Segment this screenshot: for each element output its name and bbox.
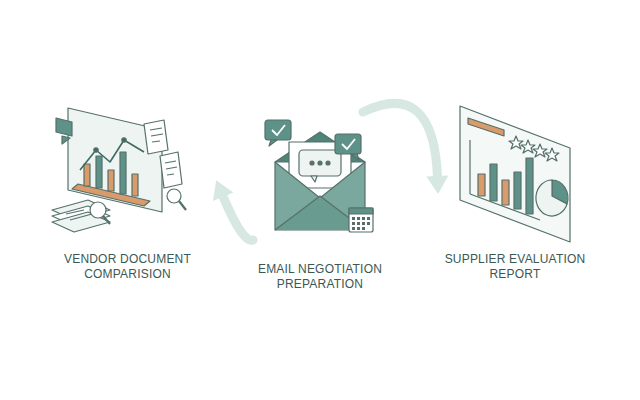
curved-arrow bbox=[363, 103, 448, 194]
document-comparison-illustration bbox=[40, 100, 215, 250]
step-label: VENDOR DOCUMENT COMPARISION bbox=[63, 252, 193, 282]
email-envelope-illustration bbox=[255, 112, 385, 262]
step-label: EMAIL NEGOTIATION PREPARATION bbox=[255, 262, 385, 292]
evaluation-report-illustration bbox=[440, 100, 590, 250]
step-label: SUPPLIER EVALUATION REPORT bbox=[442, 252, 588, 282]
illustrated-step: SUPPLIER EVALUATION REPORT bbox=[440, 100, 590, 282]
illustrated-step: VENDOR DOCUMENT COMPARISION bbox=[40, 100, 215, 282]
curved-arrow bbox=[213, 180, 253, 240]
illustrated-step: EMAIL NEGOTIATION PREPARATION bbox=[255, 112, 385, 292]
